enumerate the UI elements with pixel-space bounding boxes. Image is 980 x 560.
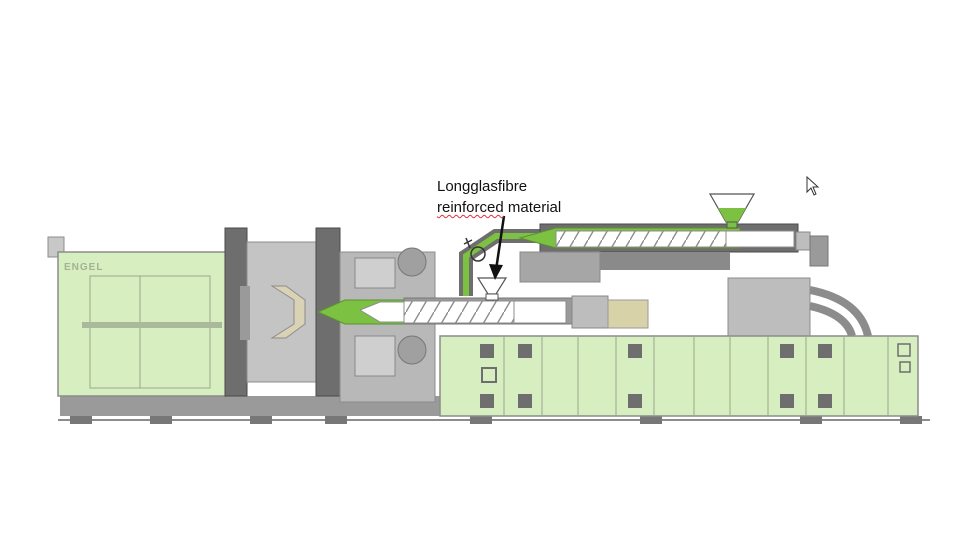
fibre-feed-funnel <box>476 277 508 301</box>
machine-bed <box>439 335 919 417</box>
granule-hopper <box>708 193 756 229</box>
callout-line-2: reinforced material <box>437 197 561 218</box>
clamping-unit-housing <box>47 236 227 397</box>
main-injection-barrel <box>316 295 649 329</box>
callout-line-1: Longglasfibre <box>437 178 528 195</box>
injection-drive <box>339 247 436 403</box>
control-cabinet <box>727 277 872 338</box>
melt-transfer-pipe <box>459 229 548 296</box>
callout-label: Longglasfibre reinforced material <box>437 176 561 218</box>
plasticizing-unit <box>518 223 829 283</box>
callout-line-2-rest: material <box>503 199 562 216</box>
brand-plate: ENGEL <box>64 262 104 273</box>
callout-arrow <box>489 215 506 280</box>
mouse-pointer-icon <box>806 176 820 196</box>
callout-underlined-word: reinforced <box>437 199 504 216</box>
arrow-icon <box>489 264 503 280</box>
shutoff-valve-icon <box>470 246 486 262</box>
